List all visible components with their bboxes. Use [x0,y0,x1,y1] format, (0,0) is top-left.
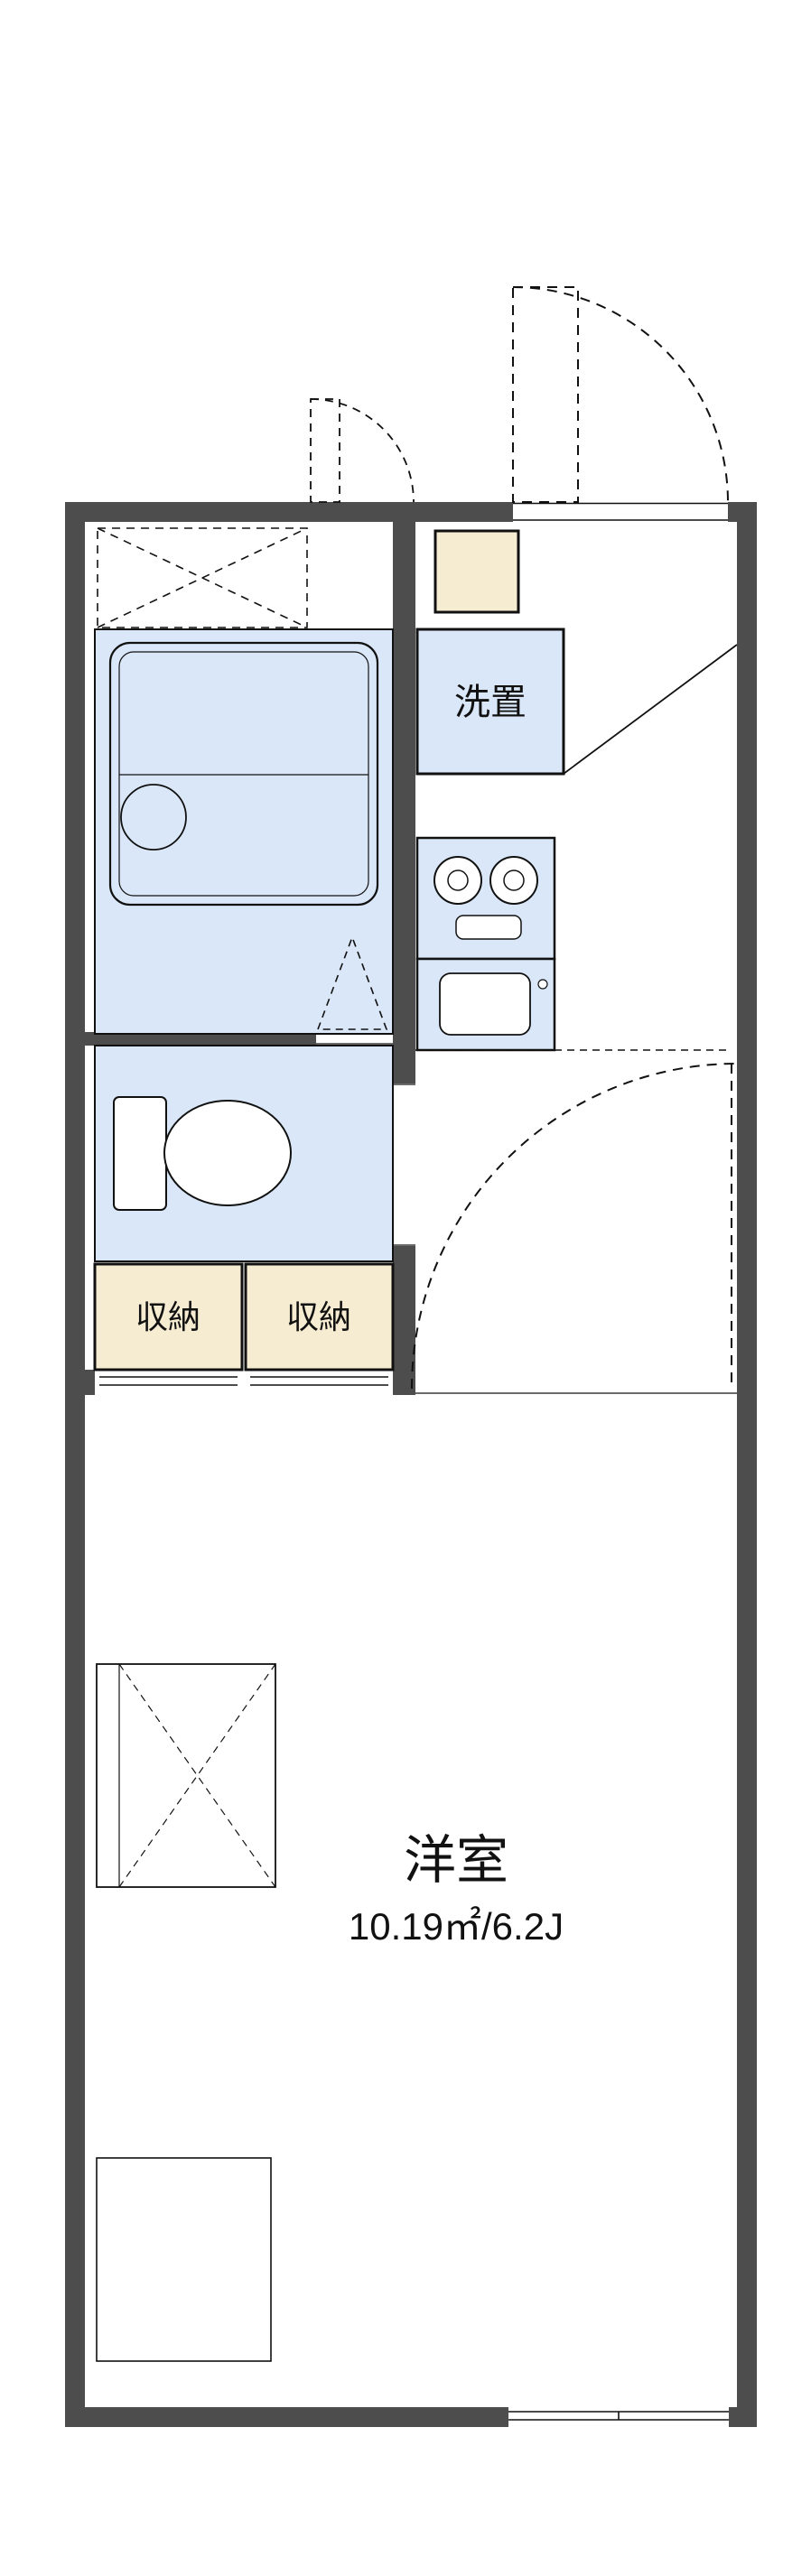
small-door-swing-arc [310,398,415,503]
interior-wall-vertical-upper [393,522,415,1083]
wall-openings [95,502,737,2427]
genkan-step-line [563,644,738,775]
main-room-size-label: 10.19㎡/6.2J [349,1905,564,1948]
storage-boxes [93,529,520,1372]
bath-fixtures [108,641,379,907]
grill-bar [455,915,522,940]
laundry-label: 洗置 [454,683,527,722]
labels: 洗置 収納 収納 洋室 10.19㎡/6.2J [135,683,564,1948]
burner-right [489,856,538,905]
laundry-area [415,628,565,776]
main-room-label: 洋室 [404,1831,508,1890]
overhead-storage-outline [97,527,308,628]
burner-left [433,856,482,905]
bath-folding-door [316,935,388,1030]
room-door-opening [415,1370,737,1395]
entrance-door-swing-arc [512,286,729,503]
overhead-storage-x-2 [97,527,308,628]
storage-right [244,1262,395,1372]
room-band-wall-left [85,1370,95,1395]
water-area-rooms [94,628,565,1262]
room-door-swing-arc [411,1063,738,1390]
faucet-dot [537,979,548,990]
toilet-bowl [163,1100,292,1206]
storage-left-label: 収納 [135,1298,200,1335]
stove-unit [415,836,556,961]
storage-left [93,1262,244,1372]
burner-left-inner [447,870,469,891]
bathtub-inner [118,651,369,897]
kitchen-fixtures [433,856,548,1036]
entrance-opening [513,502,728,522]
toilet-door-opening [393,1083,415,1246]
bath-door-opening [316,1032,393,1046]
bath-drain-circle [120,784,187,851]
sink-bowl [439,972,531,1036]
bath-toilet-divider-wall [85,1032,316,1046]
entrance-door-leaf [512,286,579,503]
bathroom [94,628,394,1035]
bathtub-outer [108,641,379,907]
storage-right-label: 収納 [286,1298,351,1335]
toilet-fixtures [113,1096,292,1211]
closet-doors-opening [95,1370,393,1395]
burner-right-inner [503,870,525,891]
small-door-leaf [310,398,340,503]
walls [65,502,757,2427]
dashed-symbols [97,286,738,1390]
low-board-outline [96,2157,272,2362]
desk-outline [96,1663,276,1888]
water-heater-box [433,529,520,614]
toilet-tank [113,1096,167,1211]
furniture [96,1663,276,2362]
